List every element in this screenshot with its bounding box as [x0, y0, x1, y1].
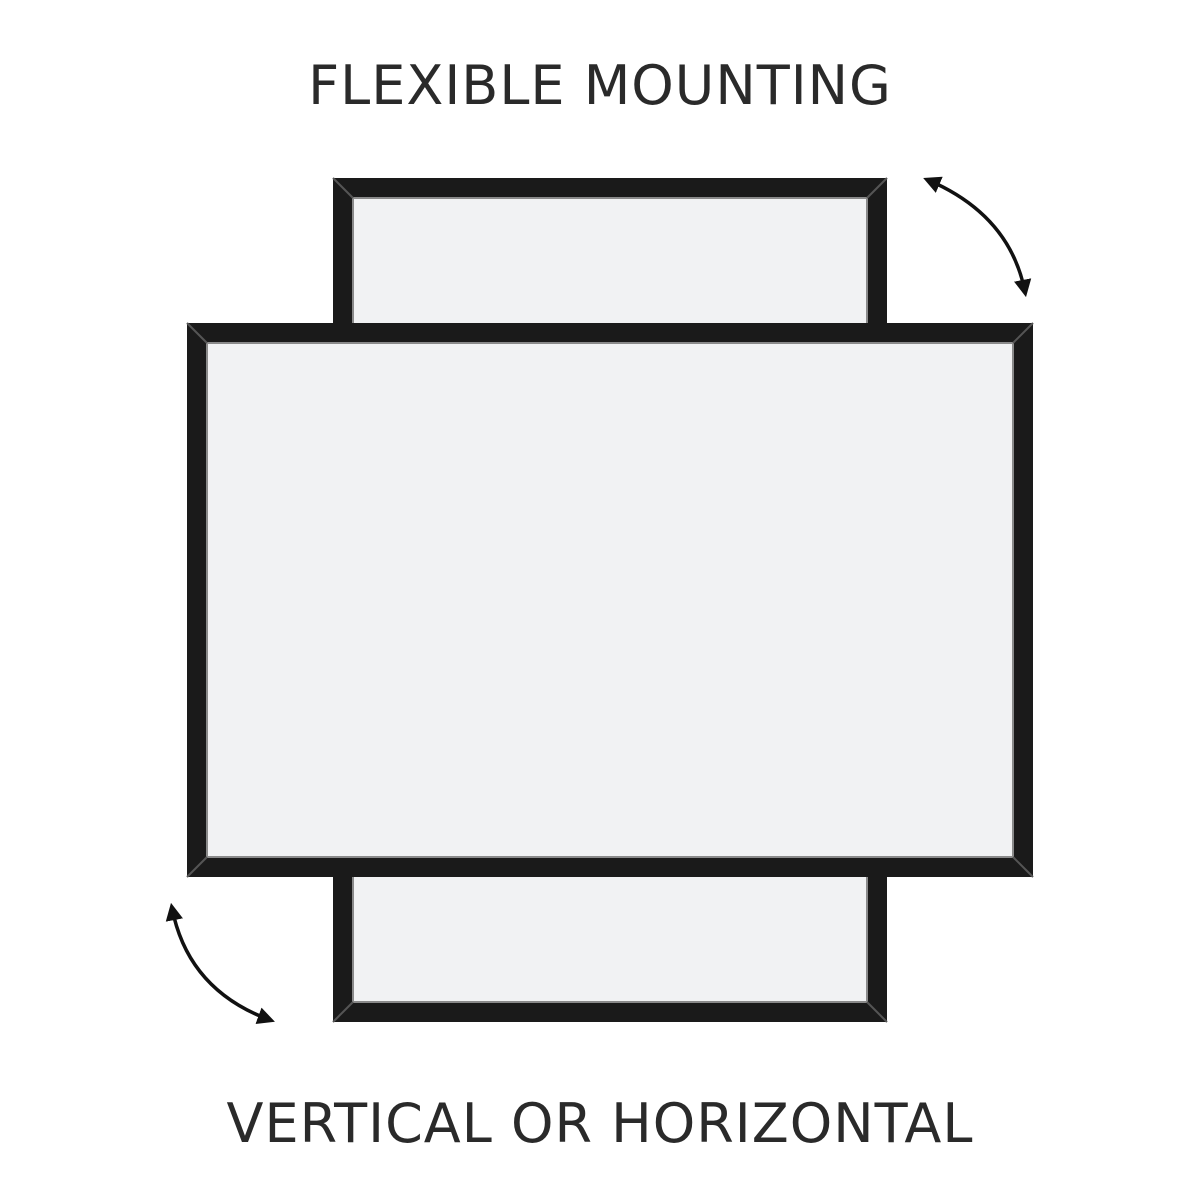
horizontal-frame	[186, 322, 1034, 878]
diagram-title: FLEXIBLE MOUNTING	[308, 54, 892, 117]
diagram-subtitle: VERTICAL OR HORIZONTAL	[226, 1092, 974, 1155]
rotate-arrow-icon-top-right	[923, 176, 1032, 298]
rotate-arrow-icon-bottom-left	[165, 902, 275, 1025]
